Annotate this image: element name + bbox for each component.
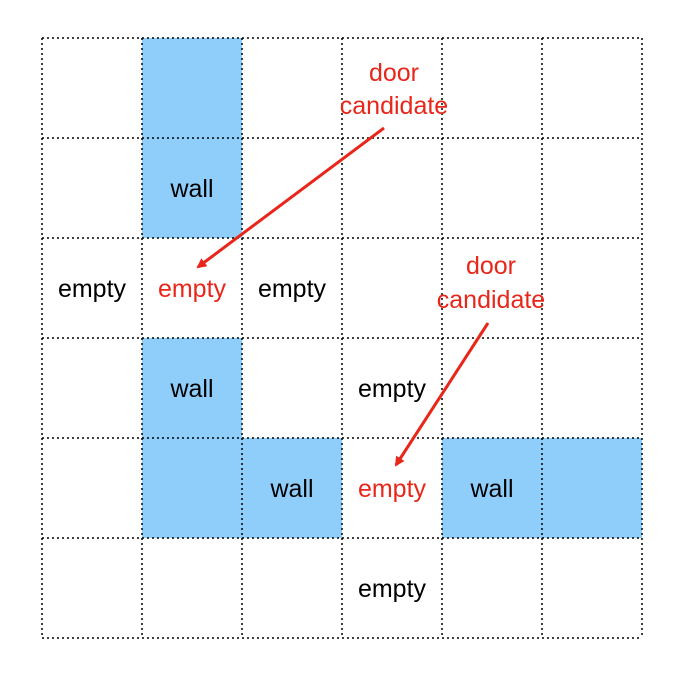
door-candidate-annotation-1: door candidate xyxy=(196,59,448,269)
grid-lines xyxy=(41,37,643,639)
empty-label-r2-c2: empty xyxy=(258,275,327,303)
wall-label-r4-c4: wall xyxy=(469,475,513,503)
wall-cell-r0-c1 xyxy=(142,38,242,138)
wall-label-r4-c2: wall xyxy=(269,475,313,503)
empty-label-r5-c3: empty xyxy=(358,575,427,603)
cell-labels: wall empty empty empty wall empty wall empty wal… xyxy=(58,175,514,603)
empty-label-r2-c1: empty xyxy=(158,275,227,303)
grid-cells xyxy=(142,38,642,538)
door-candidate-label-2-line1: door xyxy=(466,252,516,280)
empty-label-r2-c0: empty xyxy=(58,275,127,303)
door-candidate-label-1-line1: door xyxy=(369,59,419,87)
wall-cell-r3-c1 xyxy=(142,338,242,438)
wall-label-r1-c1: wall xyxy=(169,175,213,203)
wall-cell-r4-c2 xyxy=(242,438,342,538)
door-candidate-arrow-2 xyxy=(394,322,490,467)
wall-cell-r4-c4 xyxy=(442,438,542,538)
door-candidate-label-2-line2: candidate xyxy=(437,286,545,314)
wall-cell-r4-c5 xyxy=(542,438,642,538)
wall-cell-r4-c1 xyxy=(142,438,242,538)
empty-label-r4-c3: empty xyxy=(358,475,427,503)
empty-label-r3-c3: empty xyxy=(358,375,427,403)
wall-label-r3-c1: wall xyxy=(169,375,213,403)
door-candidate-arrow-1 xyxy=(196,126,385,269)
wall-cell-r1-c1 xyxy=(142,138,242,238)
door-candidate-annotation-2: door candidate xyxy=(394,252,545,467)
door-candidate-label-1-line2: candidate xyxy=(340,92,448,120)
